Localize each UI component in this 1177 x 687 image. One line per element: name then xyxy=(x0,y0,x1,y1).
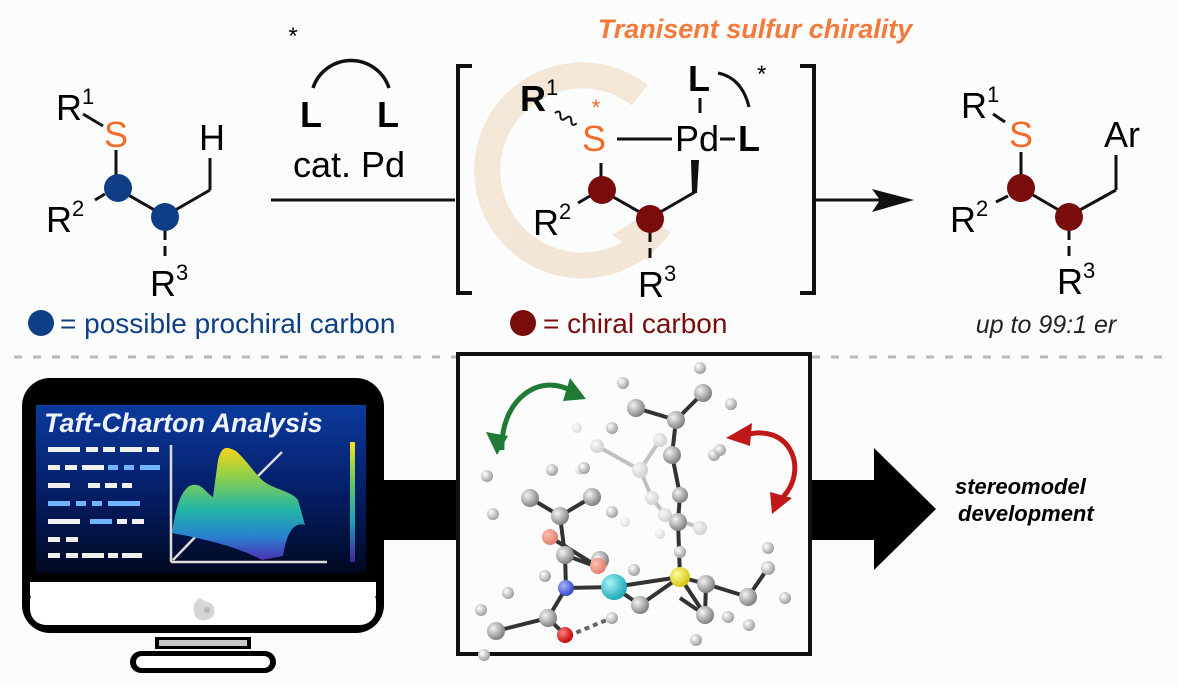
computer-monitor: Taft-Charton Analysis xyxy=(22,378,384,673)
intermediate-r2: R2 xyxy=(533,199,571,243)
red-double-arrow-icon xyxy=(726,423,798,514)
substrate-structure: R1 S H R2 R3 xyxy=(46,84,225,304)
transition-state-model xyxy=(456,352,812,661)
enantiomeric-ratio: up to 99:1 er xyxy=(976,311,1118,339)
monitor-title: Taft-Charton Analysis xyxy=(44,408,323,438)
legend-chiral-dot xyxy=(510,310,536,336)
product-sulfur: S xyxy=(1009,114,1033,155)
screen-text-lines xyxy=(48,447,160,558)
product-r1: R1 xyxy=(961,82,999,126)
chiral-carbon-prod-1 xyxy=(1007,174,1035,202)
legend-prochiral-dot xyxy=(28,310,54,336)
legend-prochiral: = possible prochiral carbon xyxy=(28,308,395,339)
intermediate-sulfur: S xyxy=(582,118,606,159)
legend-chiral: = chiral carbon xyxy=(510,308,727,339)
product-aryl: Ar xyxy=(1104,114,1140,155)
product-r3: R3 xyxy=(1057,258,1095,302)
substrate-r3: R3 xyxy=(150,260,188,304)
surface-plot xyxy=(169,442,355,564)
green-double-arrow-icon xyxy=(486,378,586,455)
intermediate-structure: R1 * S Pd L L * R2 R3 xyxy=(520,58,766,305)
chiral-carbon-int-1 xyxy=(588,176,616,204)
substrate-r2: R2 xyxy=(46,196,84,240)
intermediate-title: Tranisent sulfur chirality xyxy=(598,14,915,44)
substrate-r1: R1 xyxy=(56,84,94,128)
chiral-carbon-int-2 xyxy=(636,205,664,233)
ligand-chirality-star-2: * xyxy=(757,61,766,88)
substrate-sulfur: S xyxy=(104,114,128,155)
ligand-l-left: L xyxy=(300,94,322,135)
reaction-arrow xyxy=(816,189,914,212)
monitor-logo-icon xyxy=(193,598,215,621)
product-r2: R2 xyxy=(950,196,988,240)
result-line-1: stereomodel xyxy=(955,474,1087,499)
ligand-l-right: L xyxy=(377,94,399,135)
prochiral-carbon-1 xyxy=(104,174,132,202)
legend-prochiral-text: = possible prochiral carbon xyxy=(60,308,395,339)
swirl-arrow-icon xyxy=(474,62,671,279)
result-line-2: development xyxy=(958,501,1095,526)
colorbar xyxy=(350,442,355,562)
sulfur-chirality-star: * xyxy=(592,95,601,120)
molecule-atoms xyxy=(475,362,791,661)
intermediate-bracket-left xyxy=(456,64,472,295)
ligand-chirality-star: * xyxy=(288,23,297,50)
intermediate-l-top: L xyxy=(688,58,710,99)
catalyst-label: cat. Pd xyxy=(293,144,405,185)
surface-mesh xyxy=(172,447,305,560)
legend-chiral-text: = chiral carbon xyxy=(543,308,727,339)
substrate-hydrogen: H xyxy=(199,117,225,158)
intermediate-bracket-right xyxy=(800,64,816,295)
intermediate-r1: R1 xyxy=(520,75,558,119)
prochiral-carbon-2 xyxy=(151,203,179,231)
reagent-ligand: * L L cat. Pd xyxy=(288,23,405,185)
intermediate-r3: R3 xyxy=(638,261,676,305)
chiral-carbon-prod-2 xyxy=(1055,203,1083,231)
palladium: Pd xyxy=(675,118,719,159)
product-structure: R1 S Ar R2 R3 xyxy=(950,82,1140,302)
intermediate-l-right: L xyxy=(738,118,760,159)
